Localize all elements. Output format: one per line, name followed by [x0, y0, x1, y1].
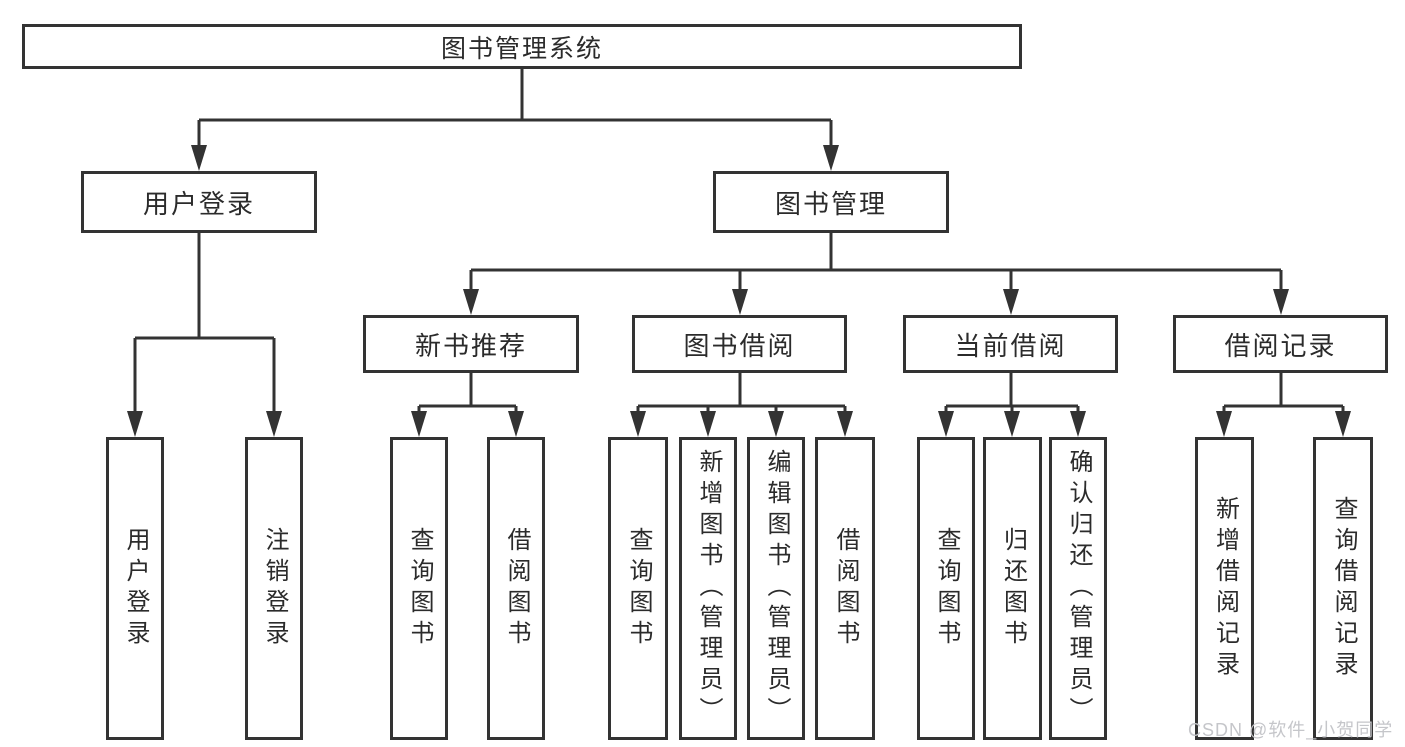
leaf-newbook-borrow-books: 借阅图书 — [487, 437, 545, 740]
leaf-borrowing-edit-books-admin: 编辑图书（管理员） — [747, 437, 805, 740]
leaf-newbook-query-books: 查询图书 — [390, 437, 448, 740]
node-library-management-system: 图书管理系统 — [22, 24, 1022, 69]
leaf-current-return-books: 归还图书 — [983, 437, 1042, 740]
leaf-borrowing-add-books-admin: 新增图书（管理员） — [679, 437, 737, 740]
node-book-borrowing: 图书借阅 — [632, 315, 847, 373]
leaf-user-login: 用户登录 — [106, 437, 164, 740]
node-book-management: 图书管理 — [713, 171, 949, 233]
node-current-borrowing: 当前借阅 — [903, 315, 1118, 373]
leaf-current-confirm-return-admin: 确认归还（管理员） — [1049, 437, 1107, 740]
leaf-borrowing-borrow-books: 借阅图书 — [815, 437, 875, 740]
node-borrowing-records: 借阅记录 — [1173, 315, 1388, 373]
leaf-borrowing-query-books: 查询图书 — [608, 437, 668, 740]
leaf-records-query-borrow-record: 查询借阅记录 — [1313, 437, 1373, 740]
node-user-login: 用户登录 — [81, 171, 317, 233]
leaf-current-query-books: 查询图书 — [917, 437, 975, 740]
node-new-book-recommendation: 新书推荐 — [363, 315, 579, 373]
leaf-logout: 注销登录 — [245, 437, 303, 740]
leaf-records-add-borrow-record: 新增借阅记录 — [1195, 437, 1254, 740]
csdn-watermark: CSDN @软件_小贺同学 — [1188, 720, 1394, 740]
